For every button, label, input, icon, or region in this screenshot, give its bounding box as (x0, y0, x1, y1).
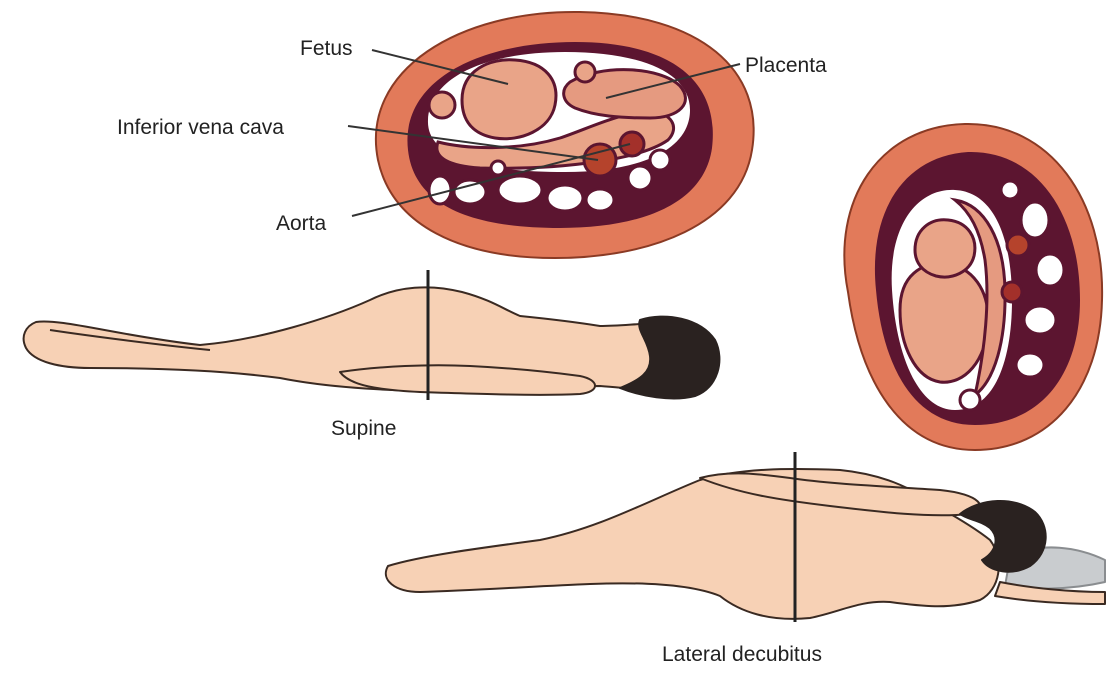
label-placenta: Placenta (745, 54, 827, 77)
label-aorta: Aorta (276, 212, 327, 235)
label-lateral-decubitus: Lateral decubitus (662, 643, 822, 666)
aorta-vessel (620, 132, 644, 156)
cross-section-lateral (844, 124, 1102, 450)
label-fetus: Fetus (300, 37, 353, 60)
cross-section-supine (376, 12, 754, 258)
supine-figure (24, 287, 720, 398)
lateral-figure (386, 469, 1105, 619)
fetus-shape (462, 60, 556, 139)
label-supine: Supine (331, 417, 396, 440)
fetus-head-lateral (915, 220, 975, 277)
fetus-shape-lateral (900, 264, 988, 382)
label-inferior-vena-cava: Inferior vena cava (117, 116, 284, 139)
